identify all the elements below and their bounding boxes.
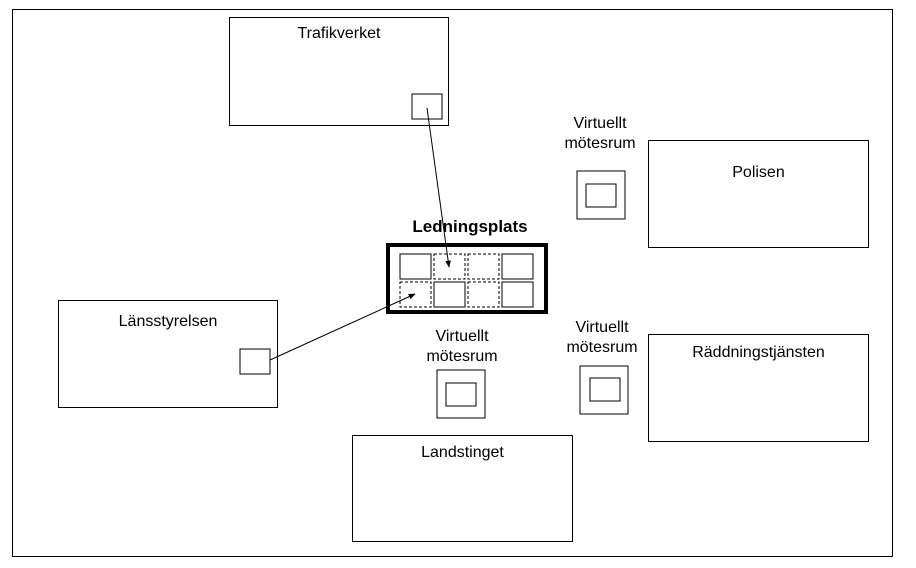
org-label-polisen: Polisen — [732, 164, 785, 181]
virtual-room-label-polisen: Virtuellt mötesrum — [552, 114, 648, 154]
org-box-polisen: Polisen — [648, 140, 869, 248]
org-box-landstinget: Landstinget — [352, 435, 573, 542]
virtual-room-label-line2: mötesrum — [426, 348, 498, 365]
org-box-lansstyrelsen: Länsstyrelsen — [58, 300, 278, 408]
command-post-slot — [467, 253, 500, 280]
command-post-title: Ledningsplats — [412, 217, 528, 236]
arrow-lansstyrelsen-to-command-post — [269, 293, 416, 361]
command-post-slot — [433, 281, 466, 308]
org-label-raddningstjansten: Räddningstjänsten — [692, 344, 825, 361]
diagram-frame — [12, 9, 893, 557]
command-post-slot — [501, 253, 534, 280]
lansstyrelsen-link-box — [239, 348, 271, 375]
command-post-slot — [501, 281, 534, 308]
arrow-trafikverket-to-command-post — [426, 107, 451, 268]
virtual-room-label-line2: mötesrum — [564, 135, 636, 152]
org-box-raddningstjansten: Räddningstjänsten — [648, 334, 869, 442]
virtual-room-label-line1: Virtuellt — [435, 328, 489, 345]
virtual-room-label-raddningstjansten: Virtuellt mötesrum — [554, 318, 650, 358]
command-post-slot — [399, 253, 432, 280]
virtual-room-label-line2: mötesrum — [566, 339, 638, 356]
org-label-trafikverket: Trafikverket — [297, 25, 381, 42]
virtual-room-label-line1: Virtuellt — [575, 319, 629, 336]
command-post-slot — [467, 281, 500, 308]
command-post-slot — [433, 253, 466, 280]
virtual-room-icon-raddningstjansten — [579, 365, 629, 415]
virtual-room-icon-center — [436, 369, 486, 419]
virtual-room-label-center: Virtuellt mötesrum — [414, 327, 510, 367]
virtual-room-label-line1: Virtuellt — [573, 115, 627, 132]
org-label-lansstyrelsen: Länsstyrelsen — [118, 313, 218, 330]
virtual-room-icon-polisen — [576, 170, 626, 220]
trafikverket-link-box — [411, 93, 443, 120]
org-label-landstinget: Landstinget — [421, 444, 504, 461]
command-post-slot — [399, 281, 432, 308]
